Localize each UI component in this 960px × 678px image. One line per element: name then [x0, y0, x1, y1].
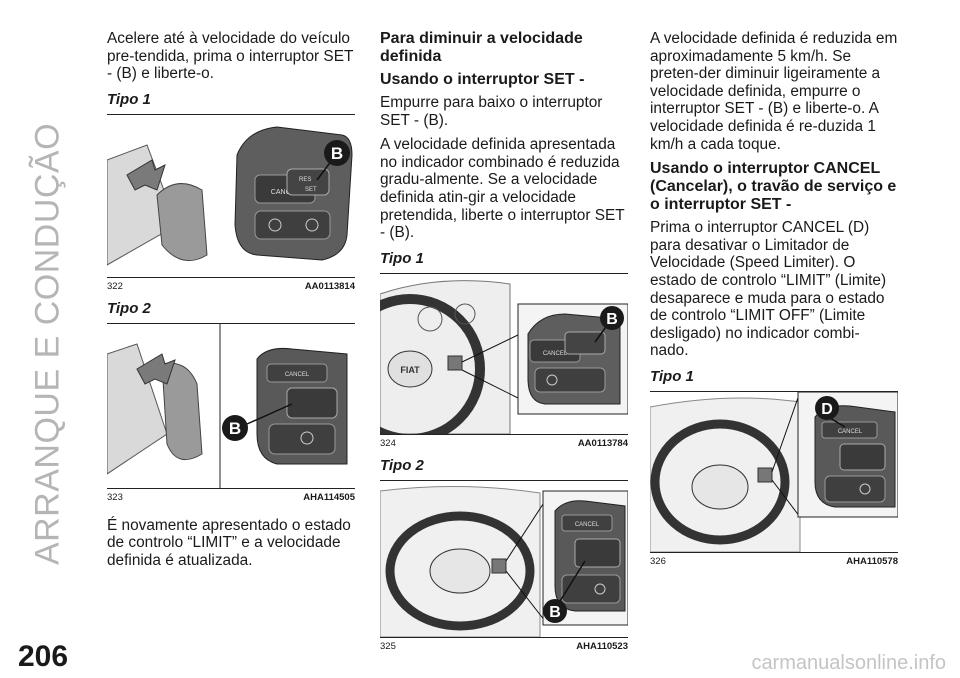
paragraph: É novamente apresentado o estado de cont…: [107, 516, 351, 569]
paragraph: A velocidade definida é reduzida em apro…: [650, 30, 898, 153]
cancel-label: CANCEL: [575, 522, 600, 528]
figure-caption: 325 AHA110523: [380, 641, 628, 652]
res-label: RES: [299, 177, 311, 183]
cancel-label: CANCEL: [271, 189, 300, 196]
figure-heading: Tipo 1: [380, 249, 424, 267]
figure-code: AHA114505: [303, 491, 355, 503]
speed-icon: [305, 218, 319, 232]
page-number: 206: [18, 640, 69, 673]
figure-323: CANCEL B: [107, 322, 355, 489]
cancel-label: CANCEL: [838, 429, 863, 435]
section-heading: Para diminuir a velocidade definida: [380, 30, 583, 65]
figure-caption: 322 AA0113814: [107, 281, 355, 292]
figure-caption: 323 AHA114505: [107, 492, 355, 503]
figure-heading: Tipo 1: [650, 367, 694, 385]
speed-icon: [594, 583, 606, 595]
arrow-icon: [126, 159, 166, 191]
figure-number: 322: [107, 280, 123, 292]
cancel-label: CANCEL: [285, 372, 310, 378]
figure-caption: 324 AA0113784: [380, 438, 628, 449]
column-1: Acelere até à velocidade do veículo pre-…: [107, 30, 355, 577]
figure-heading: Tipo 2: [380, 456, 424, 474]
figure-number: 324: [380, 437, 396, 449]
callout-b-letter: B: [606, 311, 618, 328]
speed-icon: [546, 374, 558, 386]
paragraph: Acelere até à velocidade do veículo pre-…: [107, 30, 354, 83]
speed-icon: [859, 483, 871, 495]
callout-d-icon: [815, 395, 839, 420]
figure-number: 326: [650, 555, 666, 567]
dashboard-illustration: CANCEL D: [650, 391, 898, 552]
figure-heading: Tipo 2: [107, 299, 151, 317]
figure-number: 325: [380, 640, 396, 652]
callout-b-letter: B: [331, 144, 343, 163]
arrow-icon: [136, 353, 176, 385]
column-2: Para diminuir a velocidade definida Usan…: [380, 30, 628, 660]
figure-code: AHA110523: [576, 640, 628, 652]
callout-b-icon: [600, 305, 624, 330]
steering-wheel-icon: [650, 419, 790, 545]
set-label: SET: [305, 187, 317, 193]
speed-icon: [268, 218, 282, 232]
side-section-title: ARRANQUE E CONDUÇÃO: [18, 14, 78, 674]
steering-switch-illustration: CANCEL RES SET B: [107, 126, 353, 266]
steering-switch-illustration: CANCEL B: [107, 323, 348, 488]
callout-b-icon: [222, 414, 248, 441]
steering-wheel-icon: [385, 511, 535, 631]
paragraph: A velocidade definida apresentada no ind…: [380, 136, 625, 242]
callout-b-letter: B: [549, 604, 561, 621]
callout-b-icon: [543, 598, 567, 623]
steering-wheel-icon: [380, 293, 485, 434]
callout-b-icon: [324, 139, 350, 166]
callout-b-letter: B: [229, 419, 241, 438]
column-3: A velocidade definida é reduzida em apro…: [650, 30, 898, 575]
figure-324: FIAT CANCEL B: [380, 272, 628, 435]
section-heading: Usando o interruptor CANCEL (Cancelar), …: [650, 160, 897, 214]
paragraph: Prima o interruptor CANCEL (D) para desa…: [650, 219, 887, 360]
figure-326: CANCEL D: [650, 390, 898, 553]
side-section-title-text: ARRANQUE E CONDUÇÃO: [28, 122, 67, 566]
figure-322: CANCEL RES SET B: [107, 113, 355, 278]
figure-code: AA0113784: [577, 437, 628, 449]
figure-heading: Tipo 1: [107, 90, 151, 108]
speed-icon: [300, 431, 314, 445]
cancel-label: CANCEL: [543, 351, 568, 357]
dashboard-illustration: CANCEL B: [380, 485, 628, 637]
figure-caption: 326 AHA110578: [650, 556, 898, 567]
figure-325: CANCEL B: [380, 479, 628, 638]
figure-code: AA0113814: [304, 280, 355, 292]
brand-logo-text: FIAT: [400, 365, 420, 375]
figure-code: AHA110578: [846, 555, 898, 567]
callout-d-letter: D: [821, 401, 833, 418]
figure-number: 323: [107, 491, 123, 503]
paragraph: Empurre para baixo o interruptor SET - (…: [380, 94, 603, 129]
subsection-heading: Usando o interruptor SET -: [380, 71, 585, 88]
dashboard-illustration: FIAT CANCEL B: [380, 279, 628, 434]
watermark: carmanualsonline.info: [751, 652, 946, 674]
